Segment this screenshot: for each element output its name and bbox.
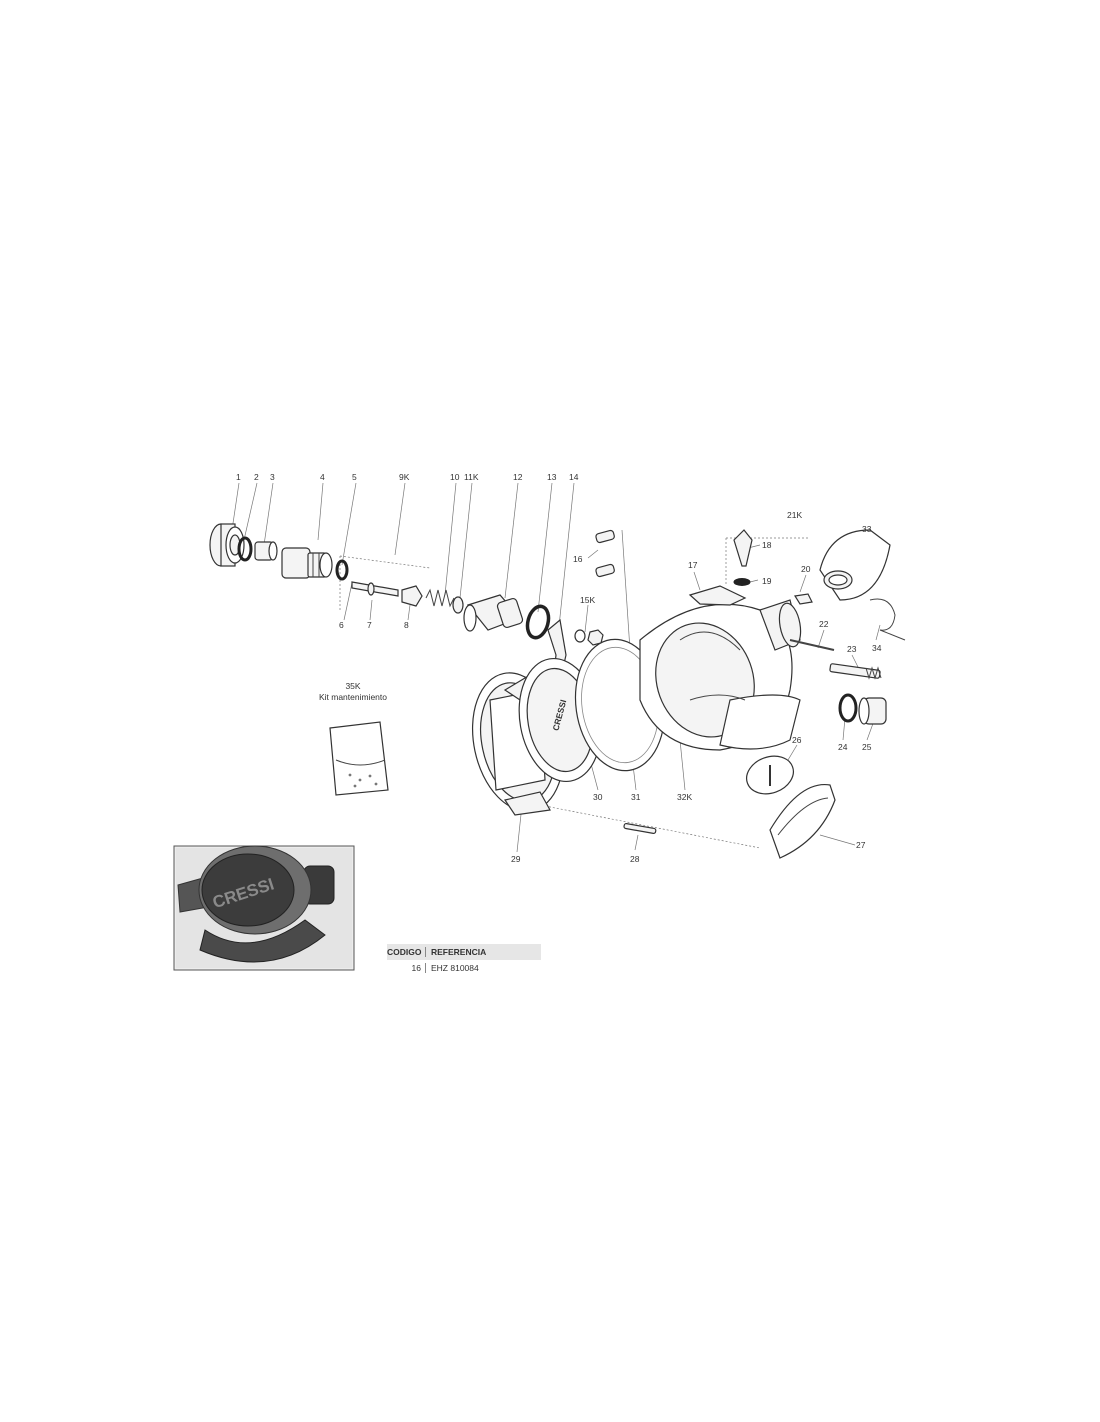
part-22-rod [789, 639, 835, 651]
part-33-mouthpiece [819, 529, 891, 601]
callout-6: 6 [339, 620, 344, 630]
part-20-clip [794, 593, 813, 605]
callout-11k: 11K [464, 472, 479, 482]
kit-label: Kit mantenimiento [319, 692, 387, 702]
callout-2: 2 [254, 472, 259, 482]
callout-29: 29 [511, 854, 521, 864]
callout-34: 34 [872, 643, 882, 653]
part-2-oring [237, 536, 253, 562]
reference-table-header: CODIGO REFERENCIA [387, 944, 541, 960]
row-code: 16 [387, 963, 426, 973]
callout-19: 19 [762, 576, 772, 586]
part-7-pin [351, 581, 399, 597]
callout-23: 23 [847, 644, 857, 654]
callout-24: 24 [838, 742, 848, 752]
callout-32k: 32K [677, 792, 692, 802]
product-photo-inset: CRESSI [173, 845, 355, 971]
callout-35k: 35K [345, 681, 360, 691]
callout-4: 4 [320, 472, 325, 482]
part-27-exhaust-cover [769, 783, 836, 859]
part-28-pin [623, 822, 657, 835]
table-row: 16 EHZ 810084 [387, 960, 541, 976]
header-reference: REFERENCIA [431, 947, 487, 957]
part-13-oring [525, 604, 551, 640]
part-23-bolt [829, 663, 882, 680]
callout-14: 14 [569, 472, 579, 482]
header-code: CODIGO [387, 947, 426, 957]
part-18-valve [733, 529, 753, 567]
row-reference: EHZ 810084 [431, 963, 479, 973]
callout-30: 30 [593, 792, 603, 802]
leader-lines [231, 482, 881, 853]
callout-15k: 15K [580, 595, 595, 605]
callout-20: 20 [801, 564, 811, 574]
part-16-screws [595, 529, 615, 578]
callout-27: 27 [856, 840, 866, 850]
callout-12: 12 [513, 472, 523, 482]
part-11k-cup [452, 596, 464, 614]
callout-9k: 9K [399, 472, 410, 482]
part-3-insert [254, 541, 278, 561]
callout-25: 25 [862, 742, 872, 752]
part-17-clip [688, 585, 747, 606]
part-12-tube [463, 594, 524, 632]
callout-8: 8 [404, 620, 409, 630]
part-1-nut [209, 523, 245, 567]
part-8-seat [401, 585, 423, 607]
callout-31: 31 [631, 792, 641, 802]
callout-22: 22 [819, 619, 829, 629]
callout-7: 7 [367, 620, 372, 630]
reference-table: CODIGO REFERENCIA 16 EHZ 810084 [387, 944, 541, 976]
callout-1: 1 [236, 472, 241, 482]
part-34-tie [869, 598, 906, 641]
callout-10: 10 [450, 472, 460, 482]
part-4-body [281, 547, 333, 579]
callout-17: 17 [688, 560, 698, 570]
callout-5: 5 [352, 472, 357, 482]
callout-33: 33 [862, 524, 872, 534]
callout-21k: 21K [787, 510, 802, 520]
part-26-disc [746, 755, 794, 795]
callout-13: 13 [547, 472, 557, 482]
callout-3: 3 [270, 472, 275, 482]
part-24-oring [838, 693, 858, 723]
callout-16: 16 [573, 554, 583, 564]
maintenance-kit-bag [329, 721, 389, 796]
callout-26: 26 [792, 735, 802, 745]
callout-18: 18 [762, 540, 772, 550]
part-25-cap [858, 697, 887, 725]
part-32k-housing [639, 599, 802, 751]
part-10-spring [425, 588, 455, 608]
part-5-oring [335, 559, 349, 581]
part-19-oring [733, 578, 751, 586]
part-15k-washers [574, 629, 604, 646]
callout-28: 28 [630, 854, 640, 864]
callout-labels: 1 2 3 4 5 9K 10 11K 12 13 14 6 7 8 15K 1… [236, 472, 882, 864]
